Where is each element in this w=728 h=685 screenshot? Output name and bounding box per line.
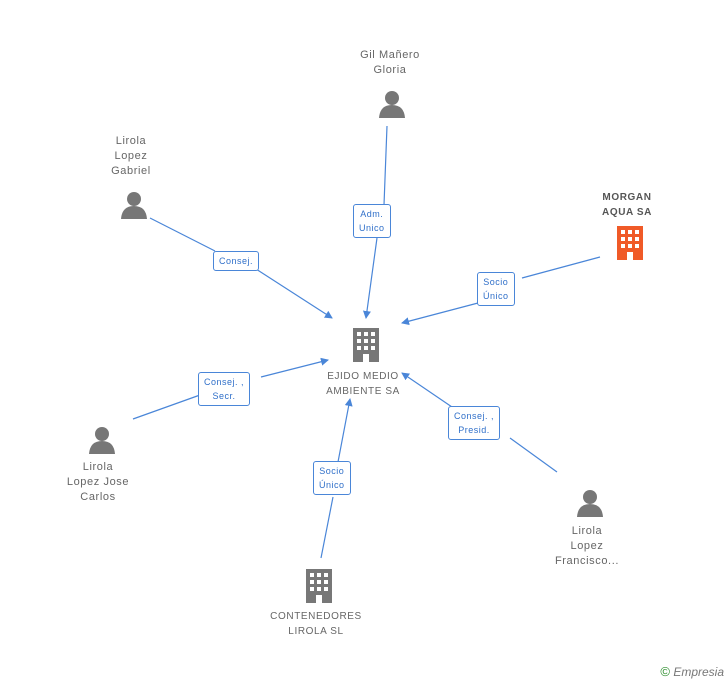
- person-gab-line1: Lirola: [115, 135, 147, 147]
- center-label-line1: EJIDO MEDIO: [327, 371, 399, 382]
- edge-gil: [366, 125, 388, 318]
- building-icon[interactable]: [304, 569, 334, 608]
- morgan-line1: MORGAN: [602, 192, 652, 203]
- building-icon[interactable]: [615, 226, 645, 265]
- person-icon[interactable]: [88, 426, 116, 459]
- person-jc-line2: Lopez Jose: [66, 476, 130, 488]
- edge-label-socio-unico-contenedores[interactable]: Socio Único: [313, 461, 351, 495]
- copyright-symbol: ©: [660, 664, 670, 679]
- footer-brand[interactable]: © Empresia: [660, 664, 724, 679]
- center-company-label[interactable]: EJIDO MEDIO AMBIENTE SA: [313, 369, 413, 399]
- edge-fran: [402, 373, 558, 473]
- person-gil-line2: Gloria: [373, 64, 407, 76]
- edge-jc: [132, 360, 328, 420]
- person-fran-line3: Francisco...: [554, 555, 620, 567]
- person-label-gil[interactable]: Gil Mañero Gloria: [340, 48, 440, 78]
- morgan-line2: AQUA SA: [602, 207, 652, 218]
- person-fran-line2: Lopez: [570, 540, 604, 552]
- person-fran-line1: Lirola: [571, 525, 603, 537]
- person-jc-line1: Lirola: [82, 461, 114, 473]
- contenedores-line2: LIROLA SL: [288, 626, 344, 637]
- contenedores-line1: CONTENEDORES: [270, 611, 362, 622]
- company-label-morgan[interactable]: MORGAN AQUA SA: [577, 190, 677, 220]
- person-icon[interactable]: [378, 90, 406, 123]
- person-label-fran[interactable]: Lirola Lopez Francisco...: [537, 524, 637, 569]
- person-label-jc[interactable]: Lirola Lopez Jose Carlos: [48, 460, 148, 505]
- person-icon[interactable]: [576, 489, 604, 522]
- edge-gab: [149, 217, 332, 318]
- edge-label-adm-unico[interactable]: Adm. Unico: [353, 204, 391, 238]
- person-label-gab[interactable]: Lirola Lopez Gabriel: [81, 134, 181, 179]
- center-label-line2: AMBIENTE SA: [326, 386, 400, 397]
- person-icon[interactable]: [120, 191, 148, 224]
- edge-label-consej-secr[interactable]: Consej. , Secr.: [198, 372, 251, 406]
- edge-label-consej-presid[interactable]: Consej. , Presid.: [448, 406, 501, 440]
- person-gab-line3: Gabriel: [111, 165, 151, 177]
- edge-label-socio-unico-morgan[interactable]: Socio Único: [477, 272, 515, 306]
- person-jc-line3: Carlos: [80, 491, 116, 503]
- person-gab-line2: Lopez: [114, 150, 148, 162]
- edge-cont: [320, 399, 350, 559]
- edge-morgan: [402, 256, 601, 323]
- edge-label-consej-gabriel[interactable]: Consej.: [213, 251, 260, 271]
- person-gil-line1: Gil Mañero: [360, 49, 420, 61]
- company-label-contenedores[interactable]: CONTENEDORES LIROLA SL: [256, 609, 376, 639]
- building-icon[interactable]: [351, 328, 381, 367]
- brand-name: Empresia: [673, 665, 724, 679]
